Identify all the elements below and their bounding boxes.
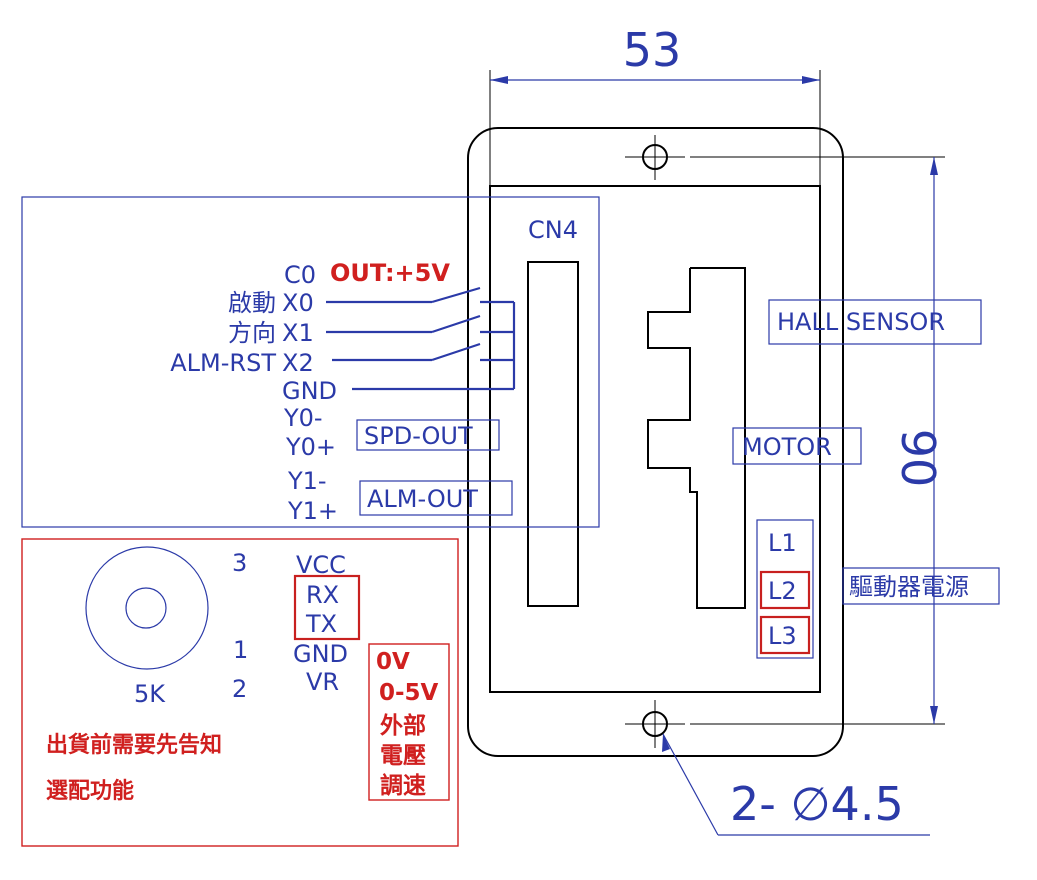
tx-label: TX [305, 610, 337, 638]
zero-volt-label: 0V [376, 649, 410, 675]
width-dimension-label: 53 [623, 23, 682, 77]
rx-tx-highlight [293, 574, 361, 641]
x1-prefix: 方向 [228, 319, 276, 347]
potentiometer-symbol [85, 546, 209, 670]
pot-gnd-label: GND [293, 640, 348, 668]
pin3-label: 3 [232, 549, 247, 577]
pin1-label: 1 [233, 636, 248, 664]
hole-callout: 2- ∅4.5 [662, 733, 930, 836]
vr-label: VR [306, 668, 339, 696]
l2-label: L2 [768, 577, 797, 605]
external-label-2: 電壓 [380, 743, 426, 769]
y1-plus-label: Y1+ [287, 497, 338, 525]
dimension-height: 90 [690, 156, 945, 725]
height-dimension-label: 90 [891, 429, 945, 488]
l3-highlight [759, 615, 811, 655]
x1-label: X1 [282, 319, 314, 347]
alm-out-box [359, 480, 513, 516]
spd-out-label: SPD-OUT [364, 422, 473, 450]
zero-five-volt-label: 0-5V [379, 680, 439, 706]
x0-prefix: 啟動 [228, 289, 276, 317]
outer-plate [467, 127, 844, 757]
rx-label: RX [306, 581, 339, 609]
motor-label: MOTOR [742, 433, 832, 461]
note-line-2: 選配功能 [46, 778, 134, 804]
x2-label: X2 [282, 349, 314, 377]
external-label-3: 調速 [380, 772, 426, 799]
hall-sensor-label: HALL SENSOR [777, 308, 945, 336]
external-voltage-box [368, 643, 450, 801]
l2-highlight [759, 570, 811, 610]
x2-prefix: ALM-RST [170, 349, 276, 377]
hole-dimension-label: 2- ∅4.5 [730, 777, 904, 831]
c0-label: C0 [284, 261, 316, 289]
vcc-label: VCC [296, 551, 346, 579]
spd-out-box [356, 419, 500, 451]
y0-plus-label: Y0+ [285, 433, 336, 461]
x0-label: X0 [282, 289, 314, 317]
pin2-label: 2 [232, 675, 247, 703]
hall-sensor-box [768, 299, 982, 345]
motor-component [647, 267, 746, 609]
power-label-box [842, 567, 1000, 605]
alm-out-label: ALM-OUT [367, 485, 478, 513]
motor-box [732, 427, 862, 465]
inner-board [489, 185, 821, 693]
power-terminal-box [756, 519, 814, 659]
external-label-1: 外部 [380, 712, 426, 739]
potentiometer-box [21, 538, 459, 847]
y1-minus-label: Y1- [287, 467, 327, 495]
cn4-block [527, 261, 579, 607]
signal-box [21, 196, 600, 528]
pot-value-label: 5K [134, 680, 166, 708]
mechanical-outline [467, 127, 844, 757]
note-line-1: 出貨前需要先告知 [46, 732, 222, 758]
gnd-label: GND [282, 377, 337, 405]
switch-wiring [326, 286, 516, 391]
l1-label: L1 [768, 529, 797, 557]
y0-minus-label: Y0- [283, 404, 323, 432]
power-label: 驅動器電源 [849, 573, 969, 601]
cn4-label: CN4 [528, 216, 578, 244]
l3-label: L3 [768, 622, 797, 650]
dimension-width: 53 [489, 23, 821, 186]
out-voltage-label: OUT:+5V [330, 259, 450, 287]
